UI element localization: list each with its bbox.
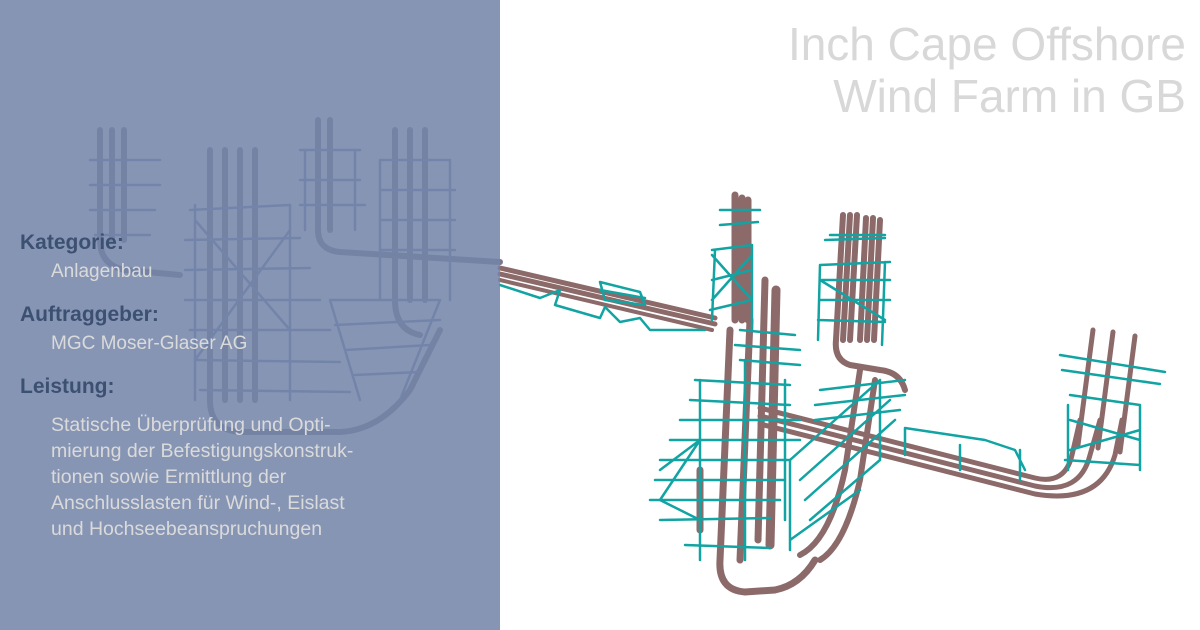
- steel-supports: [498, 208, 1167, 562]
- service-line: Statische Überprüfung und Opti-: [51, 414, 331, 436]
- category-label: Kategorie:: [20, 231, 124, 254]
- client-label: Auftraggeber:: [20, 303, 159, 326]
- title-line-2: Wind Farm in GB: [833, 70, 1186, 122]
- service-label: Leistung:: [20, 375, 115, 398]
- client-value: MGC Moser-Glaser AG: [51, 333, 248, 354]
- pipe-run: [497, 265, 1125, 499]
- project-details: Kategorie: Anlagenbau Auftraggeber: MGC …: [20, 230, 490, 560]
- service-line: und Hochseebeanspruchungen: [51, 518, 323, 540]
- tower-pipes-left: [696, 191, 819, 596]
- service-line: Anschlusslasten für Wind-, Eislast: [51, 492, 345, 514]
- page-title: Inch Cape Offshore Wind Farm in GB: [706, 18, 1186, 122]
- service-line: mierung der Befestigungskonstruk-: [51, 440, 354, 462]
- service-line: tionen sowie Ermittlung der: [51, 466, 287, 488]
- tower-pipes-right: [797, 212, 908, 563]
- service-description: Statische Überprüfung und Opti- mierung …: [51, 412, 490, 542]
- info-overlay-panel: [0, 0, 500, 630]
- category-value: Anlagenbau: [51, 261, 153, 282]
- title-line-1: Inch Cape Offshore: [787, 18, 1186, 70]
